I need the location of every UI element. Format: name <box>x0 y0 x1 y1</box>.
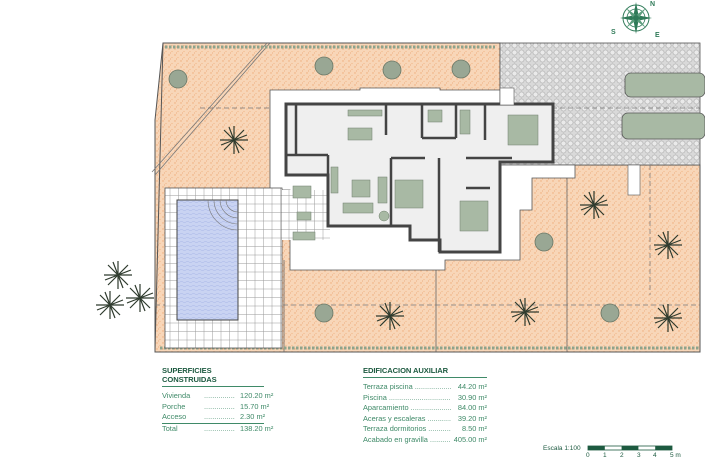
compass-east-label: E <box>655 32 660 39</box>
palms <box>96 126 682 332</box>
kitchen-counter <box>347 109 383 117</box>
pool-steps <box>207 199 239 231</box>
tree-icon <box>168 69 188 89</box>
palm-tree-icon <box>104 261 132 289</box>
built-surfaces-table: SUPERFICIES CONSTRUIDAS Vivienda........… <box>162 366 274 434</box>
shower <box>427 109 443 123</box>
scale-tick: 1 <box>603 452 607 459</box>
table-row: Acceso...............2.30 m² <box>162 412 266 422</box>
house <box>284 102 555 254</box>
table-row: Acabado en gravilla.....................… <box>363 434 487 444</box>
scale-tick: 3 <box>637 452 641 459</box>
table-row: Terraza dormitorios.....................… <box>363 424 487 434</box>
tree-icon <box>382 60 402 80</box>
table-row: Aparcamiento............................… <box>363 403 487 413</box>
palm-tree-icon <box>654 304 682 332</box>
tree-icon <box>600 303 620 323</box>
table-row: Porche...............15.70 m² <box>162 401 270 411</box>
table-row: Piscina..............................30.… <box>363 392 487 402</box>
stairs <box>499 87 515 106</box>
coffee-table <box>351 179 371 198</box>
terrace-table <box>292 185 312 199</box>
palm-tree-icon <box>376 302 404 330</box>
dining-table-icon <box>347 127 373 141</box>
bed-icon <box>459 200 489 232</box>
table-row: Terraza piscina.........................… <box>363 382 487 391</box>
scale-tick: 2 <box>620 452 624 459</box>
palm-tree-icon <box>96 291 124 319</box>
plant <box>378 210 390 222</box>
auxiliary-building-table: EDIFICACION AUXILIAR Terraza piscina....… <box>363 366 487 446</box>
palm-tree-icon <box>580 191 608 219</box>
compass-rose-icon <box>620 2 652 34</box>
tree-icon <box>451 59 471 79</box>
tv-unit <box>330 166 339 194</box>
bed-icon <box>394 179 424 209</box>
table-row: Vivienda...............120.20 m² <box>162 391 274 400</box>
terrace-sofa <box>292 231 316 241</box>
armchair <box>377 176 388 204</box>
car-icon <box>621 112 705 140</box>
scale-bar <box>587 445 673 451</box>
bed-icon <box>507 114 539 146</box>
scale-label: Escala 1:100 <box>543 445 581 452</box>
table-title: EDIFICACION AUXILIAR <box>363 366 487 378</box>
tree-icon <box>314 303 334 323</box>
scale-tick: 5 m <box>670 452 681 459</box>
swimming-pool <box>176 199 239 321</box>
compass-south-label: S <box>611 29 616 36</box>
car-icon <box>624 72 705 98</box>
shower <box>459 109 471 135</box>
table-title: SUPERFICIES CONSTRUIDAS <box>162 366 264 387</box>
palm-tree-icon <box>126 284 154 312</box>
compass-north-label: N <box>650 1 656 8</box>
palm-tree-icon <box>511 298 539 326</box>
palm-tree-icon <box>220 126 248 154</box>
scale-tick: 4 <box>653 452 657 459</box>
scale-tick: 0 <box>586 452 590 459</box>
stairs <box>627 164 641 196</box>
tree-icon <box>314 56 334 76</box>
terrace-table <box>296 211 312 221</box>
tree-icon <box>534 232 554 252</box>
palm-tree-icon <box>654 231 682 259</box>
trees <box>168 56 620 323</box>
sofa-icon <box>342 202 374 214</box>
table-row: Aceras y escaleras......................… <box>363 413 487 423</box>
table-total-row: Total...............138.20 m² <box>162 422 274 433</box>
